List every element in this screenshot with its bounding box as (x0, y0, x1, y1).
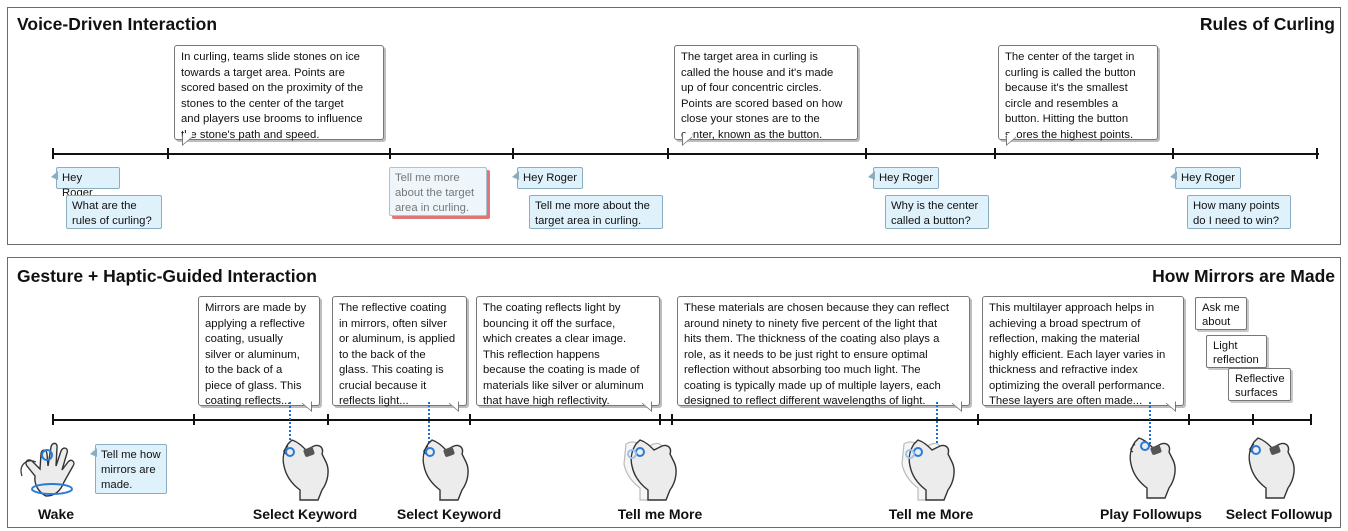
timeline-tick (1310, 414, 1312, 425)
timeline-tick (659, 414, 661, 425)
hand-pinch-icon (422, 439, 469, 501)
voice-panel-title: Voice-Driven Interaction (17, 14, 218, 34)
user-bubble-interrupted: Tell me more about the target area in cu… (389, 167, 487, 216)
gesture-label-select-keyword: Select Keyword (252, 506, 358, 522)
timeline-tick (327, 414, 329, 425)
timeline-tick (671, 414, 673, 425)
gesture-response-2: The reflective coating in mirrors, often… (332, 296, 467, 407)
voice-response-1: In curling, teams slide stones on ice to… (174, 45, 384, 141)
user-bubble-wake-4: Hey Roger (1170, 167, 1241, 189)
user-bubble-wake-3: Hey Roger (868, 167, 939, 189)
followup-ask-me-about: Ask me about (1195, 297, 1247, 330)
gesture-response-4: These materials are chosen because they … (677, 296, 970, 407)
gesture-topic-title: How Mirrors are Made (1152, 266, 1335, 286)
haptic-indicator (936, 402, 938, 446)
haptic-indicator (428, 402, 430, 454)
voice-response-2: The target area in curling is called the… (674, 45, 858, 141)
timeline-tick (389, 148, 391, 159)
gesture-response-3: The coating reflects light by bouncing i… (476, 296, 660, 407)
user-bubble-wake-2: Hey Roger (512, 167, 583, 189)
user-bubble-question-3: Why is the center called a button? (885, 195, 989, 229)
timeline-tick (193, 414, 195, 425)
haptic-indicator (1149, 402, 1151, 444)
timeline-tick (1252, 414, 1254, 425)
timeline-tick (667, 148, 669, 159)
user-bubble-wake-1: Hey Roger (51, 167, 120, 199)
gesture-panel-title: Gesture + Haptic-Guided Interaction (17, 266, 317, 286)
timeline-tick (469, 414, 471, 425)
timeline-tick (977, 414, 979, 425)
hand-double-pinch-icon (623, 439, 677, 501)
voice-timeline (52, 153, 1319, 155)
timeline-tick (865, 148, 867, 159)
timeline-tick (1172, 148, 1174, 159)
timeline-tick (994, 148, 996, 159)
hand-pinch-icon (1129, 437, 1176, 499)
timeline-tick (167, 148, 169, 159)
gesture-response-5: This multilayer approach helps in achiev… (982, 296, 1184, 407)
hand-pinch-icon (1248, 437, 1295, 499)
gesture-timeline (52, 419, 1312, 421)
gesture-label-tell-me-more: Tell me More (888, 506, 974, 522)
gesture-label-play-followups: Play Followups (1100, 506, 1202, 522)
hand-wake-icon (20, 442, 75, 497)
followup-light-reflection: Light reflection (1206, 335, 1267, 368)
voice-topic-title: Rules of Curling (1199, 14, 1335, 34)
timeline-tick (512, 148, 514, 159)
followup-reflective-surfaces: Reflective surfaces (1228, 368, 1291, 401)
timeline-tick (1188, 414, 1190, 425)
gesture-label-wake: Wake (37, 506, 75, 522)
gesture-label-select-followup: Select Followup (1225, 506, 1333, 522)
timeline-tick (1316, 148, 1318, 159)
gesture-label-tell-me-more: Tell me More (617, 506, 703, 522)
gesture-label-select-keyword: Select Keyword (396, 506, 502, 522)
user-bubble-question-4: How many points do I need to win? (1187, 195, 1291, 229)
gesture-response-1: Mirrors are made by applying a reflectiv… (198, 296, 320, 407)
user-bubble-question-1: What are the rules of curling? (66, 195, 162, 229)
voice-response-3: The center of the target in curling is c… (998, 45, 1158, 141)
timeline-tick (52, 148, 54, 159)
haptic-indicator (289, 402, 291, 452)
timeline-tick (52, 414, 54, 425)
user-bubble-wake: Tell me how mirrors are made. (90, 444, 167, 494)
hand-double-pinch-icon (901, 439, 955, 501)
user-bubble-question-2: Tell me more about the target area in cu… (529, 195, 663, 229)
hand-pinch-icon (282, 439, 329, 501)
